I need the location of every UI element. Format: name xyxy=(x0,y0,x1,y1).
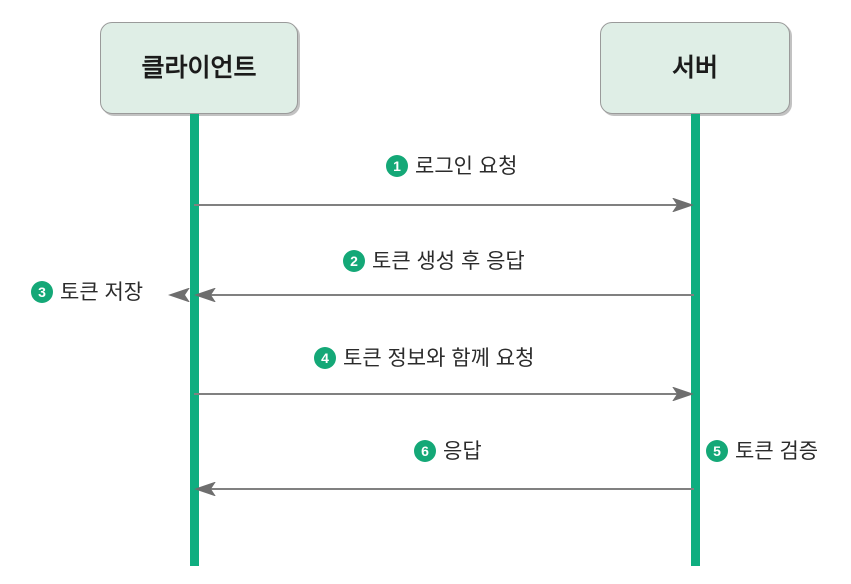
message-text-4: 토큰 정보와 함께 요청 xyxy=(343,346,535,370)
message-label-4: 4 토큰 정보와 함께 요청 xyxy=(314,347,534,369)
step-badge-6: 6 xyxy=(414,440,436,462)
message-label-1: 1 로그인 요청 xyxy=(386,155,517,177)
step-badge-5: 5 xyxy=(706,440,728,462)
message-text-2: 토큰 생성 후 응답 xyxy=(372,249,525,273)
message-arrow-4 xyxy=(194,387,694,401)
participant-label-client: 클라이언트 xyxy=(141,53,257,82)
step-badge-1: 1 xyxy=(386,155,408,177)
message-text-5: 토큰 검증 xyxy=(735,439,819,463)
step-badge-3: 3 xyxy=(31,281,53,303)
step-badge-2: 2 xyxy=(343,250,365,272)
message-label-3: 3 토큰 저장 xyxy=(31,281,143,303)
participant-box-server: 서버 xyxy=(600,22,790,114)
message-label-2: 2 토큰 생성 후 응답 xyxy=(343,250,525,272)
lifeline-client xyxy=(190,114,199,566)
message-arrow-6 xyxy=(194,482,694,496)
participant-label-server: 서버 xyxy=(671,53,718,82)
message-text-6: 응답 xyxy=(443,439,482,463)
step-badge-4: 4 xyxy=(314,347,336,369)
message-arrow-2 xyxy=(194,288,694,302)
message-label-6: 6 응답 xyxy=(414,440,482,462)
message-arrow-1 xyxy=(194,198,694,212)
participant-box-client: 클라이언트 xyxy=(100,22,298,114)
message-text-1: 로그인 요청 xyxy=(415,154,518,178)
message-label-5: 5 토큰 검증 xyxy=(706,440,818,462)
message-text-3: 토큰 저장 xyxy=(60,280,144,304)
message-arrowhead-3 xyxy=(168,288,196,302)
lifeline-server xyxy=(691,114,700,566)
